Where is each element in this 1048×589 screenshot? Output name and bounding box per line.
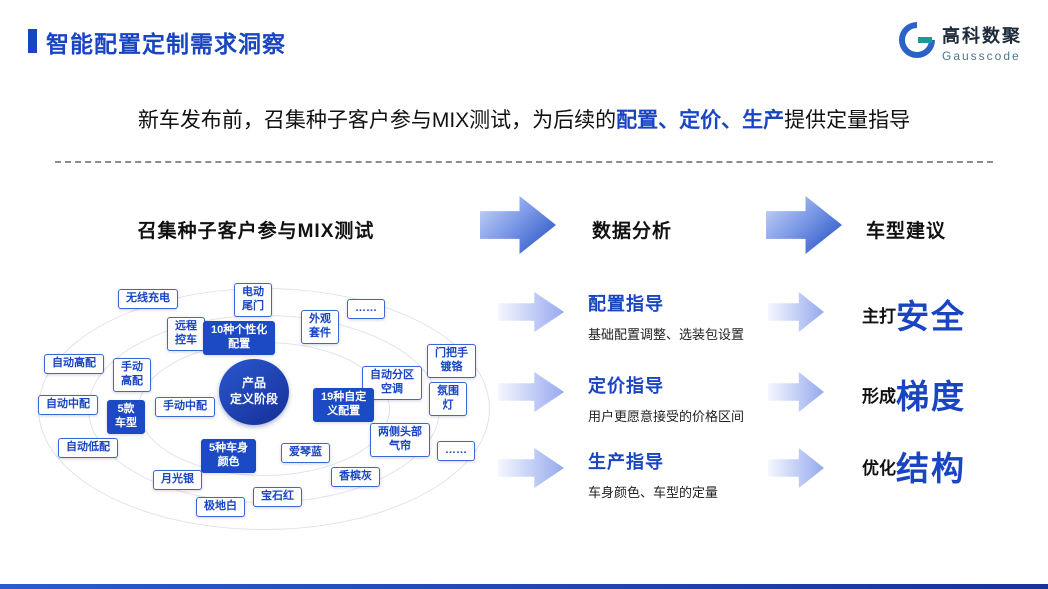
config-node: …… xyxy=(347,299,385,319)
subtitle-suffix: 提供定量指导 xyxy=(784,109,911,132)
config-node: 外观 套件 xyxy=(301,310,339,344)
suggestion-keyword: 梯度 xyxy=(896,378,966,415)
title-accent-bar xyxy=(28,29,37,53)
fade-arrow-right-icon xyxy=(498,372,564,412)
suggestion-prefix: 主打 xyxy=(862,306,896,326)
config-group-node: 10种个性化 配置 xyxy=(203,321,276,355)
config-node: 氛围 灯 xyxy=(429,382,467,416)
fade-arrow-right-icon xyxy=(498,292,564,332)
fade-arrow-right-icon xyxy=(498,448,564,488)
suggestion-prefix: 优化 xyxy=(862,458,896,478)
divider-dashed-line xyxy=(55,161,993,163)
page-title: 智能配置定制需求洞察 xyxy=(46,31,286,57)
analysis-item-production: 生产指导 车身颜色、车型的定量 xyxy=(588,448,718,501)
analysis-item-pricing: 定价指导 用户更愿意接受的价格区间 xyxy=(588,372,744,425)
suggestion-keyword: 安全 xyxy=(896,298,966,335)
logo-subtitle: Gausscode xyxy=(942,49,1021,63)
logo: 高科数聚 Gausscode xyxy=(899,22,1022,63)
config-node: 自动高配 xyxy=(44,354,104,374)
heading-model-suggestion: 车型建议 xyxy=(866,221,947,242)
gausscode-logo-icon xyxy=(899,22,935,63)
analysis-item-config: 配置指导 基础配置调整、选装包设置 xyxy=(588,290,744,343)
config-node: 爱琴蓝 xyxy=(281,443,330,463)
config-node: 自动分区 空调 xyxy=(362,366,422,400)
config-group-node: 19种自定 义配置 xyxy=(313,388,375,422)
slide-subtitle: 新车发布前，召集种子客户参与MIX测试，为后续的配置、定价、生产提供定量指导 xyxy=(0,104,1048,134)
config-node: 手动 高配 xyxy=(113,358,151,392)
config-node: 香槟灰 xyxy=(331,467,380,487)
analysis-desc: 车身颜色、车型的定量 xyxy=(588,485,719,500)
analysis-title: 配置指导 xyxy=(588,294,664,314)
heading-mix-test: 召集种子客户参与MIX测试 xyxy=(137,221,375,242)
config-node: 电动 尾门 xyxy=(234,283,272,317)
config-group-node: 5种车身 颜色 xyxy=(201,439,257,473)
config-node: 无线充电 xyxy=(118,289,178,309)
logo-name: 高科数聚 xyxy=(942,26,1022,46)
suggestion-prefix: 形成 xyxy=(862,386,896,406)
config-node: 自动中配 xyxy=(38,395,98,415)
config-node: 远程 控车 xyxy=(167,317,205,351)
analysis-title: 定价指导 xyxy=(588,376,664,396)
config-node: 宝石红 xyxy=(253,487,302,507)
bottom-accent-bar xyxy=(0,584,1048,589)
config-node: 极地白 xyxy=(196,497,245,517)
suggestion-item-gradient: 形成 梯度 xyxy=(862,370,966,418)
fade-arrow-right-icon xyxy=(768,372,824,412)
config-node: …… xyxy=(437,441,475,461)
fade-arrow-right-icon xyxy=(768,292,824,332)
arrow-right-icon xyxy=(480,196,556,254)
suggestion-item-safety: 主打 安全 xyxy=(862,290,966,338)
subtitle-prefix: 新车发布前，召集种子客户参与MIX测试，为后续的 xyxy=(137,109,617,132)
analysis-desc: 基础配置调整、选装包设置 xyxy=(588,327,745,342)
suggestion-keyword: 结构 xyxy=(896,450,966,487)
fade-arrow-right-icon xyxy=(768,448,824,488)
config-group-node: 5款 车型 xyxy=(107,400,145,434)
config-node: 门把手 镀铬 xyxy=(427,344,476,378)
suggestion-item-structure: 优化 结构 xyxy=(862,442,966,490)
config-node: 两侧头部 气帘 xyxy=(370,423,430,457)
analysis-title: 生产指导 xyxy=(588,452,664,472)
subtitle-highlight: 配置、定价、生产 xyxy=(616,109,785,132)
heading-data-analysis: 数据分析 xyxy=(592,221,673,242)
config-node: 月光银 xyxy=(153,470,202,490)
diagram-center-node: 产品 定义阶段 xyxy=(219,359,289,425)
config-node: 自动低配 xyxy=(58,438,118,458)
arrow-right-icon xyxy=(766,196,842,254)
analysis-desc: 用户更愿意接受的价格区间 xyxy=(588,409,745,424)
config-node: 手动中配 xyxy=(155,397,215,417)
